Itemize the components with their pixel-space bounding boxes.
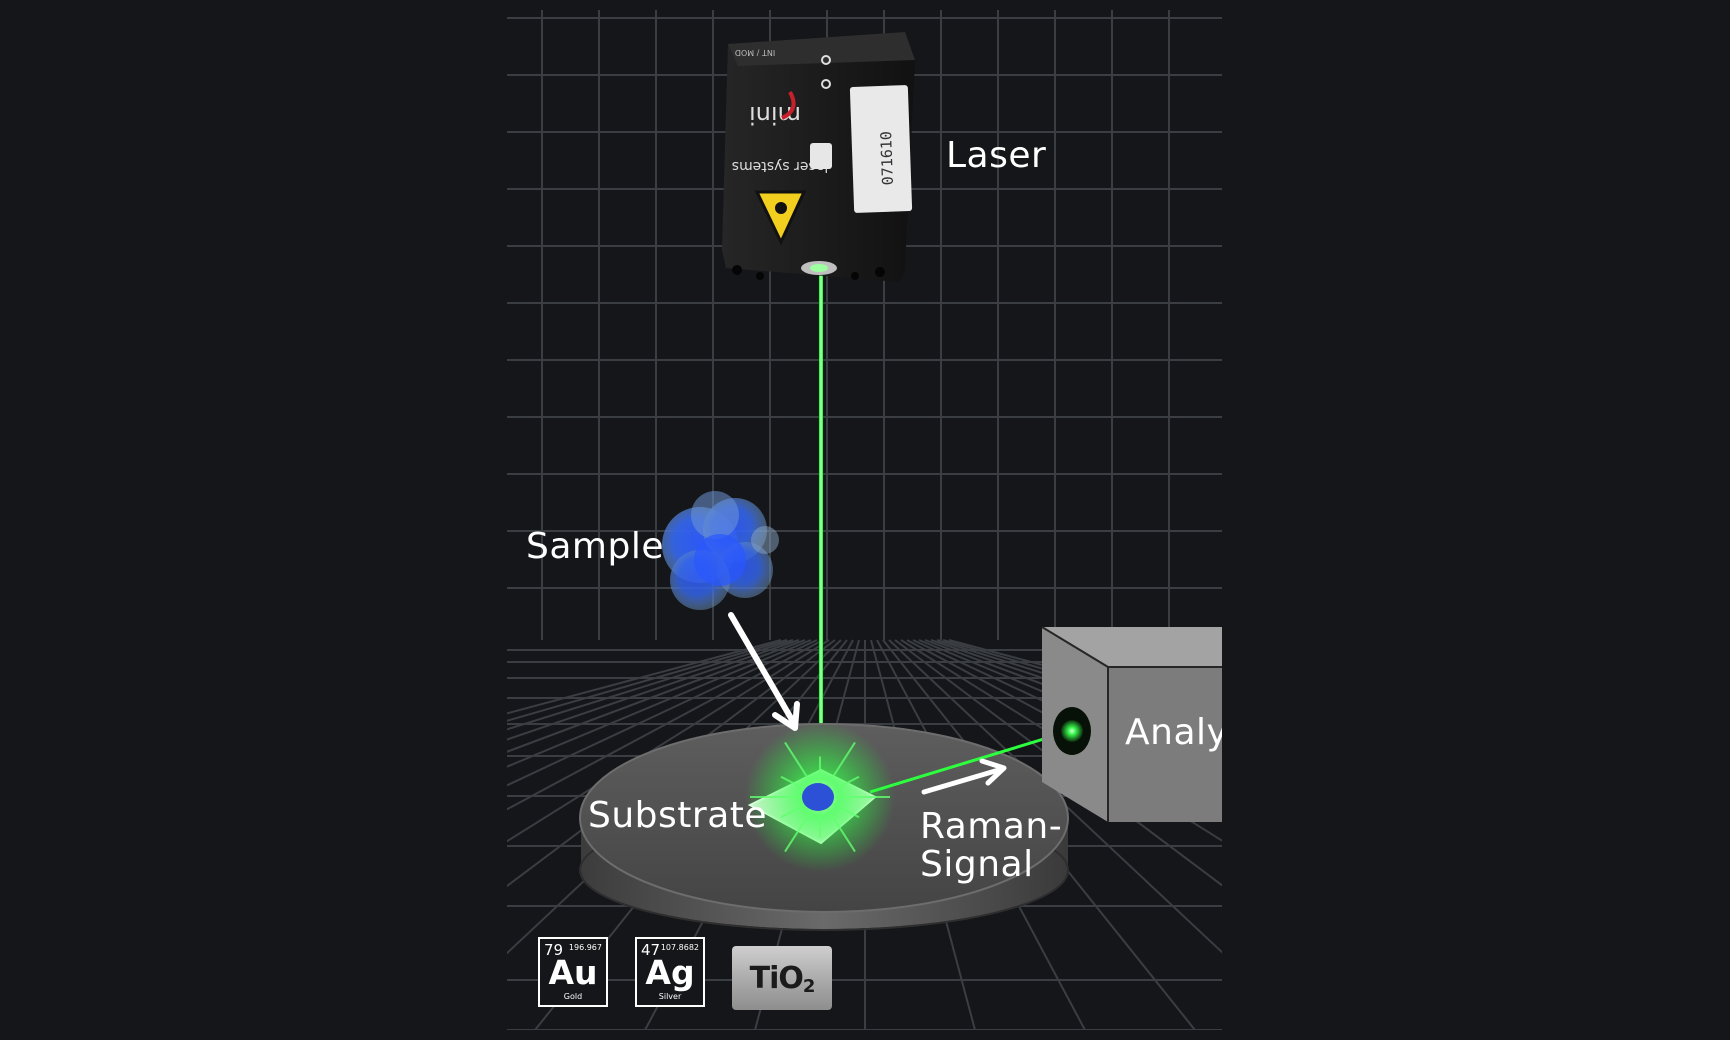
atomic-number: 79: [544, 941, 564, 959]
sample-on-substrate: [802, 783, 834, 811]
element-name: Gold: [563, 992, 583, 1001]
laser-warning-icon: [754, 190, 807, 246]
grid-line: [507, 639, 806, 753]
grid-line: [507, 639, 788, 722]
grid-line: [906, 639, 1222, 810]
atomic-mass: 107.8682: [660, 943, 699, 952]
raman-signal-label: Raman- Signal: [920, 808, 1062, 884]
sample-arrow: [728, 612, 800, 731]
sample-label: Sample: [526, 526, 664, 567]
element-symbol: Ag: [645, 953, 695, 992]
grid-line: [507, 639, 782, 715]
compound-formula: TiO: [749, 960, 804, 996]
element-name: Silver: [658, 992, 682, 1001]
analyser-box: [1041, 626, 1222, 822]
laser-device: 071610 mini laser systems INT / MOD: [722, 32, 915, 282]
element-tile-gold: 79 196.967 Au Gold: [538, 937, 608, 1007]
sample-cloud: [662, 491, 779, 610]
grid-line: [507, 639, 812, 768]
grid-line: [507, 639, 794, 731]
analyser-label: Analyser: [1125, 712, 1222, 753]
element-symbol: Au: [548, 953, 598, 992]
atomic-mass: 196.967: [568, 943, 602, 952]
port-label: INT / MOD: [735, 48, 775, 57]
raman-arrow: [921, 758, 1007, 795]
laser-label: Laser: [946, 135, 1047, 176]
element-tile-silver: 47 107.8682 Ag Silver: [635, 937, 705, 1007]
grid-line: [507, 639, 800, 741]
atomic-number: 47: [641, 941, 661, 959]
substrate-label: Substrate: [588, 795, 768, 836]
grid-line: [888, 639, 1222, 954]
analyser-label-clip: Analyser: [1090, 628, 1222, 818]
grid-line: [894, 639, 1222, 887]
brand-name: laser systems: [732, 158, 829, 174]
grid-line: [507, 639, 818, 787]
compound-subscript: 2: [802, 975, 815, 997]
raman-beam: [869, 729, 1071, 794]
serial-number: 071610: [877, 131, 897, 186]
raman-label-line1: Raman-: [920, 806, 1063, 847]
grid-line: [507, 639, 824, 811]
grid-line: [900, 639, 1222, 842]
raman-label-line2: Signal: [920, 843, 1034, 885]
grid-line: [507, 639, 836, 888]
grid-line: [507, 639, 830, 843]
